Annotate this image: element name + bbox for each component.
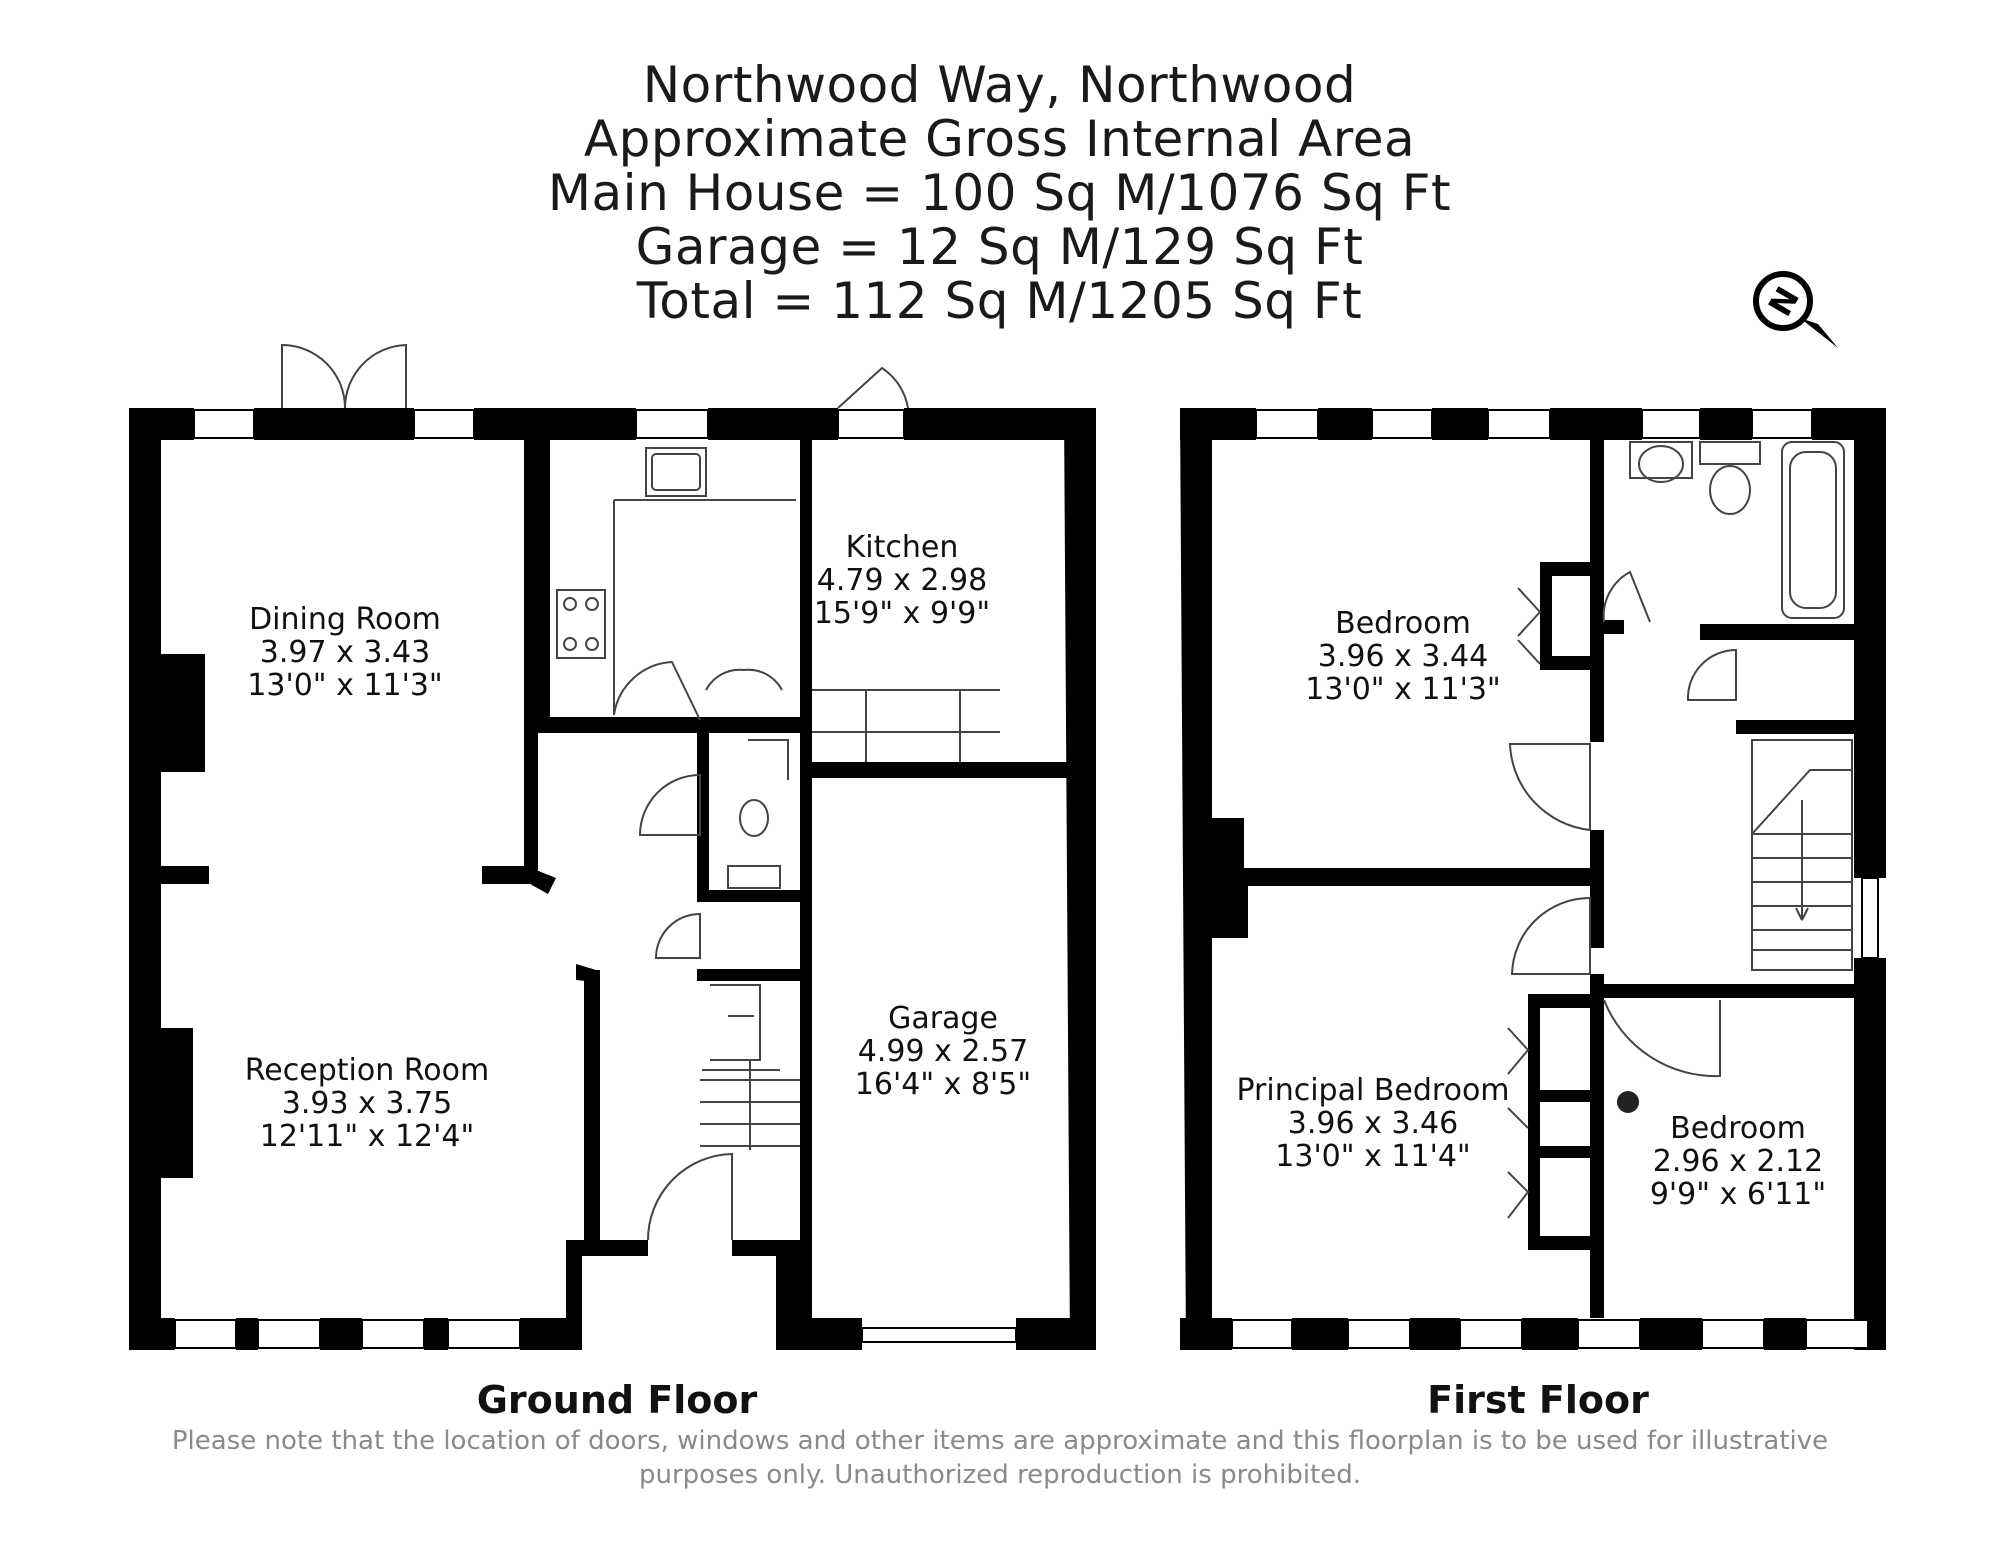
ground-floor-label: Ground Floor bbox=[476, 1378, 758, 1422]
first-floor-label: First Floor bbox=[1427, 1378, 1649, 1422]
room-name: Reception Room bbox=[244, 1053, 490, 1088]
room-imperial: 13'0" x 11'4" bbox=[1275, 1139, 1471, 1174]
total-area: Total = 112 Sq M/1205 Sq Ft bbox=[636, 272, 1363, 330]
room-dining-room: Dining Room 3.97 x 3.43 13'0" x 11'3" bbox=[247, 603, 442, 702]
ground-floor-plan bbox=[129, 343, 1096, 1350]
room-imperial: 9'9" x 6'11" bbox=[1649, 1177, 1827, 1212]
room-bedroom-rear: Bedroom 3.96 x 3.44 13'0" x 11'3" bbox=[1305, 607, 1500, 706]
room-name: Bedroom bbox=[1335, 606, 1471, 641]
floorplan-header: Northwood Way, Northwood Approximate Gro… bbox=[0, 58, 1999, 328]
room-kitchen: Kitchen 4.79 x 2.98 15'9" x 9'9" bbox=[814, 531, 990, 630]
first-floor-plan bbox=[1180, 408, 1886, 1350]
disclaimer-line-2: purposes only. Unauthorized reproduction… bbox=[638, 1460, 1362, 1490]
room-reception-room: Reception Room 3.93 x 3.75 12'11" x 12'4… bbox=[245, 1054, 489, 1153]
room-imperial: 13'0" x 11'3" bbox=[1305, 672, 1501, 707]
north-arrow-icon: N bbox=[1753, 271, 1838, 348]
room-imperial: 13'0" x 11'3" bbox=[247, 668, 443, 703]
room-metric: 2.96 x 2.12 bbox=[1652, 1144, 1824, 1179]
main-house-area: Main House = 100 Sq M/1076 Sq Ft bbox=[547, 164, 1452, 222]
room-metric: 3.93 x 3.75 bbox=[281, 1086, 453, 1121]
room-metric: 4.79 x 2.98 bbox=[816, 563, 988, 598]
disclaimer-line-1: Please note that the location of doors, … bbox=[171, 1426, 1829, 1456]
garage-area: Garage = 12 Sq M/129 Sq Ft bbox=[635, 218, 1364, 276]
room-principal-bedroom: Principal Bedroom 3.96 x 3.46 13'0" x 11… bbox=[1236, 1074, 1509, 1173]
room-garage: Garage 4.99 x 2.57 16'4" x 8'5" bbox=[855, 1002, 1031, 1101]
room-name: Principal Bedroom bbox=[1236, 1073, 1510, 1108]
room-metric: 4.99 x 2.57 bbox=[857, 1034, 1029, 1069]
room-metric: 3.96 x 3.46 bbox=[1287, 1106, 1459, 1141]
room-imperial: 16'4" x 8'5" bbox=[854, 1067, 1032, 1102]
room-imperial: 12'11" x 12'4" bbox=[259, 1119, 475, 1154]
room-imperial: 15'9" x 9'9" bbox=[813, 596, 991, 631]
room-metric: 3.96 x 3.44 bbox=[1317, 639, 1489, 674]
room-name: Kitchen bbox=[845, 530, 959, 565]
disclaimer-text: Please note that the location of doors, … bbox=[160, 1424, 1840, 1492]
compass-letter: N bbox=[1761, 280, 1807, 322]
area-heading: Approximate Gross Internal Area bbox=[583, 110, 1416, 168]
property-address: Northwood Way, Northwood bbox=[642, 56, 1357, 114]
room-name: Dining Room bbox=[249, 602, 441, 637]
room-bedroom-small: Bedroom 2.96 x 2.12 9'9" x 6'11" bbox=[1650, 1112, 1826, 1211]
room-name: Bedroom bbox=[1670, 1111, 1806, 1146]
room-name: Garage bbox=[888, 1001, 998, 1036]
room-metric: 3.97 x 3.43 bbox=[259, 635, 431, 670]
